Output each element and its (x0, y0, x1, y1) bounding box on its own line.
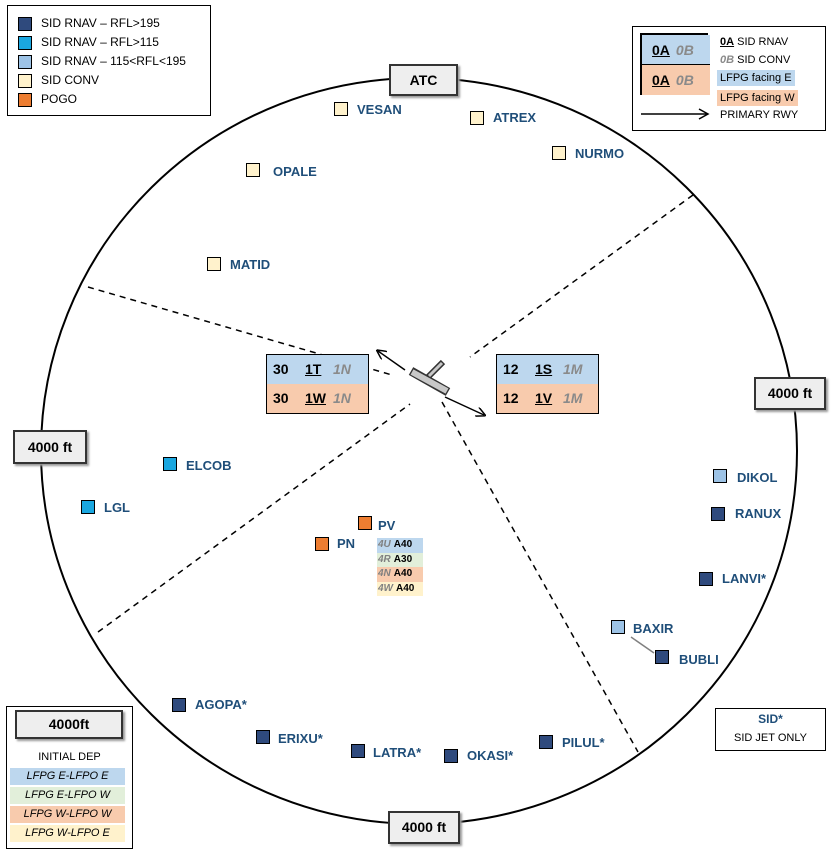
swatch-rnav-mid (18, 35, 32, 50)
waypoint-matid-marker (207, 257, 221, 271)
swatch-rnav-high (18, 16, 32, 31)
code-legend-conv: 0B SID CONV (720, 54, 791, 66)
waypoint-pilul-label: PILUL* (562, 735, 605, 750)
waypoint-latra-label: LATRA* (373, 745, 422, 760)
code-legend-rnav: 0A SID RNAV (720, 36, 789, 48)
sector-line-se (441, 401, 639, 753)
waypoint-erixu-label: ERIXU* (278, 731, 323, 746)
waypoint-bubli-marker (655, 650, 669, 664)
initial-dep-ee: LFPG E-LFPO E (10, 768, 125, 785)
runway-stub-fill (427, 361, 444, 378)
waypoint-lgl-label: LGL (104, 500, 130, 515)
legend-conv: SID CONV (18, 72, 99, 88)
sid-jet-note: SID* SID JET ONLY (715, 708, 826, 751)
sid-legend: SID RNAV – RFL>195 SID RNAV – RFL>115 SI… (7, 5, 211, 116)
baxir-bubli-connector (630, 636, 655, 654)
waypoint-opale-label: OPALE (273, 164, 317, 179)
legend-rnav-low: SID RNAV – 115<RFL<195 (18, 53, 186, 69)
waypoint-lgl-marker (81, 500, 95, 514)
legend-rnav-high: SID RNAV – RFL>195 (18, 15, 160, 31)
sector-line-ne (469, 194, 694, 358)
waypoint-pn-marker (315, 537, 329, 551)
waypoint-dikol-label: DIKOL (737, 470, 778, 485)
waypoint-okasi-label: OKASI* (467, 748, 514, 763)
legend-rnav-mid: SID RNAV – RFL>115 (18, 34, 159, 50)
altitude-tag-east: 4000 ft (754, 377, 826, 410)
initial-dep-title: 4000ft (15, 710, 123, 739)
swatch-conv (18, 73, 32, 88)
waypoint-lanvi-label: LANVI* (722, 571, 767, 586)
initial-dep-subtitle: INITIAL DEP (38, 751, 101, 763)
waypoint-pn-label: PN (337, 536, 356, 551)
primary-rwy-legend-arrow (641, 108, 710, 120)
primary-rwy-arrow-west (378, 351, 406, 371)
altitude-tag-west: 4000 ft (13, 430, 87, 464)
waypoint-lanvi-marker (699, 572, 713, 586)
waypoint-dikol-marker (713, 469, 727, 483)
waypoint-pilul-marker (539, 735, 553, 749)
waypoint-erixu-marker (256, 730, 270, 744)
sector-line-nw (87, 286, 393, 376)
airspace-circle (40, 77, 798, 825)
waypoint-baxir-label: BAXIR (633, 621, 674, 636)
sid-note-text: SID JET ONLY (734, 732, 807, 744)
sid-note-title: SID* (758, 712, 783, 726)
waypoint-agopa-marker (172, 698, 186, 712)
waypoint-atrex-label: ATREX (493, 110, 537, 125)
waypoint-baxir-marker (611, 620, 625, 634)
waypoint-pv-marker (358, 516, 372, 530)
waypoint-matid-label: MATID (230, 257, 271, 272)
waypoint-opale-marker (246, 163, 260, 177)
initial-dep-legend: 4000ft INITIAL DEP LFPG E-LFPO E LFPG E-… (6, 706, 133, 849)
altitude-tag-south: 4000 ft (388, 811, 460, 844)
initial-dep-we: LFPG W-LFPO E (10, 825, 125, 842)
initial-dep-ew: LFPG E-LFPO W (10, 787, 125, 804)
atc-tag: ATC (389, 64, 458, 96)
initial-dep-ww: LFPG W-LFPO W (10, 806, 125, 823)
waypoint-okasi-marker (444, 749, 458, 763)
waypoint-vesan-marker (334, 102, 348, 116)
primary-rwy-arrow-east (444, 396, 484, 415)
waypoint-nurmo-marker (552, 146, 566, 160)
waypoint-ranux-label: RANUX (735, 506, 782, 521)
waypoint-pv-label: PV (378, 518, 396, 533)
waypoint-agopa-label: AGOPA* (195, 697, 247, 712)
code-legend-facing-e: LFPG facing E (717, 70, 795, 86)
code-legend-primary-rwy: PRIMARY RWY (720, 109, 799, 121)
waypoint-vesan-label: VESAN (357, 102, 402, 117)
legend-pogo: POGO (18, 91, 77, 107)
waypoint-nurmo-label: NURMO (575, 146, 625, 161)
waypoint-bubli-label: BUBLI (679, 652, 719, 667)
runway-strip-fill (410, 369, 449, 394)
swatch-pogo (18, 92, 32, 107)
swatch-rnav-low (18, 54, 32, 69)
waypoint-latra-marker (351, 744, 365, 758)
waypoint-ranux-marker (711, 507, 725, 521)
code-legend-facing-w: LFPG facing W (717, 90, 798, 106)
waypoint-atrex-marker (470, 111, 484, 125)
sector-line-sw (97, 403, 411, 633)
waypoint-elcob-label: ELCOB (186, 458, 232, 473)
waypoint-elcob-marker (163, 457, 177, 471)
